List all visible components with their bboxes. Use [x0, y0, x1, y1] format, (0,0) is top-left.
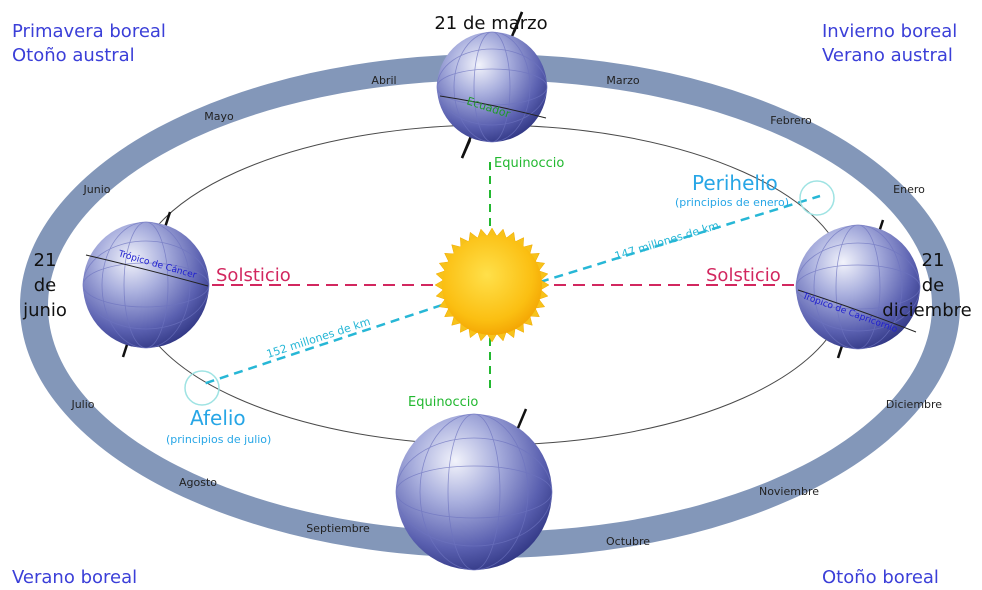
afelio-label: Afelio [190, 406, 246, 430]
earth-december-globe: Trópico de Capricornio [795, 219, 921, 359]
date-december-de: de [922, 275, 945, 296]
month-julio: Julio [70, 398, 94, 411]
month-noviembre: Noviembre [759, 485, 819, 498]
season-top-left: Primavera boreal Otoño austral [12, 20, 166, 68]
equinoccio-top-label: Equinoccio [494, 156, 564, 171]
sun-icon [434, 227, 550, 343]
perihelion-marker [799, 180, 835, 216]
earth-september-globe [395, 408, 553, 571]
perihelio-label: Perihelio [692, 171, 778, 195]
earth-march-globe: Ecuador [436, 11, 548, 159]
month-mayo: Mayo [204, 110, 234, 123]
month-febrero: Febrero [770, 114, 812, 127]
equinoccio-bottom-label: Equinoccio [408, 395, 478, 410]
season-label: Invierno boreal [822, 21, 958, 42]
perihelion-distance-line [539, 194, 821, 284]
aphelion-marker [184, 370, 220, 406]
date-december-month: diciembre [882, 300, 971, 321]
season-top-right: Invierno boreal Verano austral [822, 20, 957, 68]
month-agosto: Agosto [179, 476, 217, 489]
date-june-month: junio [22, 300, 67, 321]
month-octubre: Octubre [606, 535, 650, 548]
aphelion-distance-line [202, 303, 443, 386]
date-december-day: 21 [922, 250, 945, 271]
dist-perihelio-label: 147 millones de km [613, 219, 720, 263]
month-diciembre: Diciembre [886, 398, 942, 411]
earth-june-globe: Trópico de Cáncer [82, 211, 210, 358]
solsticio-right-label: Solsticio [706, 265, 781, 286]
month-abril: Abril [371, 74, 396, 87]
date-march: 21 de marzo [434, 13, 547, 34]
dist-afelio-label: 152 millones de km [265, 315, 372, 361]
season-label: Verano austral [822, 45, 953, 66]
solsticio-left-label: Solsticio [216, 265, 291, 286]
month-enero: Enero [893, 183, 925, 196]
month-marzo: Marzo [606, 74, 640, 87]
month-junio: Junio [83, 183, 111, 196]
perihelio-sub-label: (principios de enero) [675, 196, 789, 209]
season-label: Primavera boreal [12, 21, 166, 42]
afelio-sub-label: (principios de julio) [166, 433, 271, 446]
month-septiembre: Septiembre [306, 522, 370, 535]
date-june-de: de [34, 275, 57, 296]
season-label: Otoño austral [12, 45, 135, 66]
date-june-day: 21 [34, 250, 57, 271]
